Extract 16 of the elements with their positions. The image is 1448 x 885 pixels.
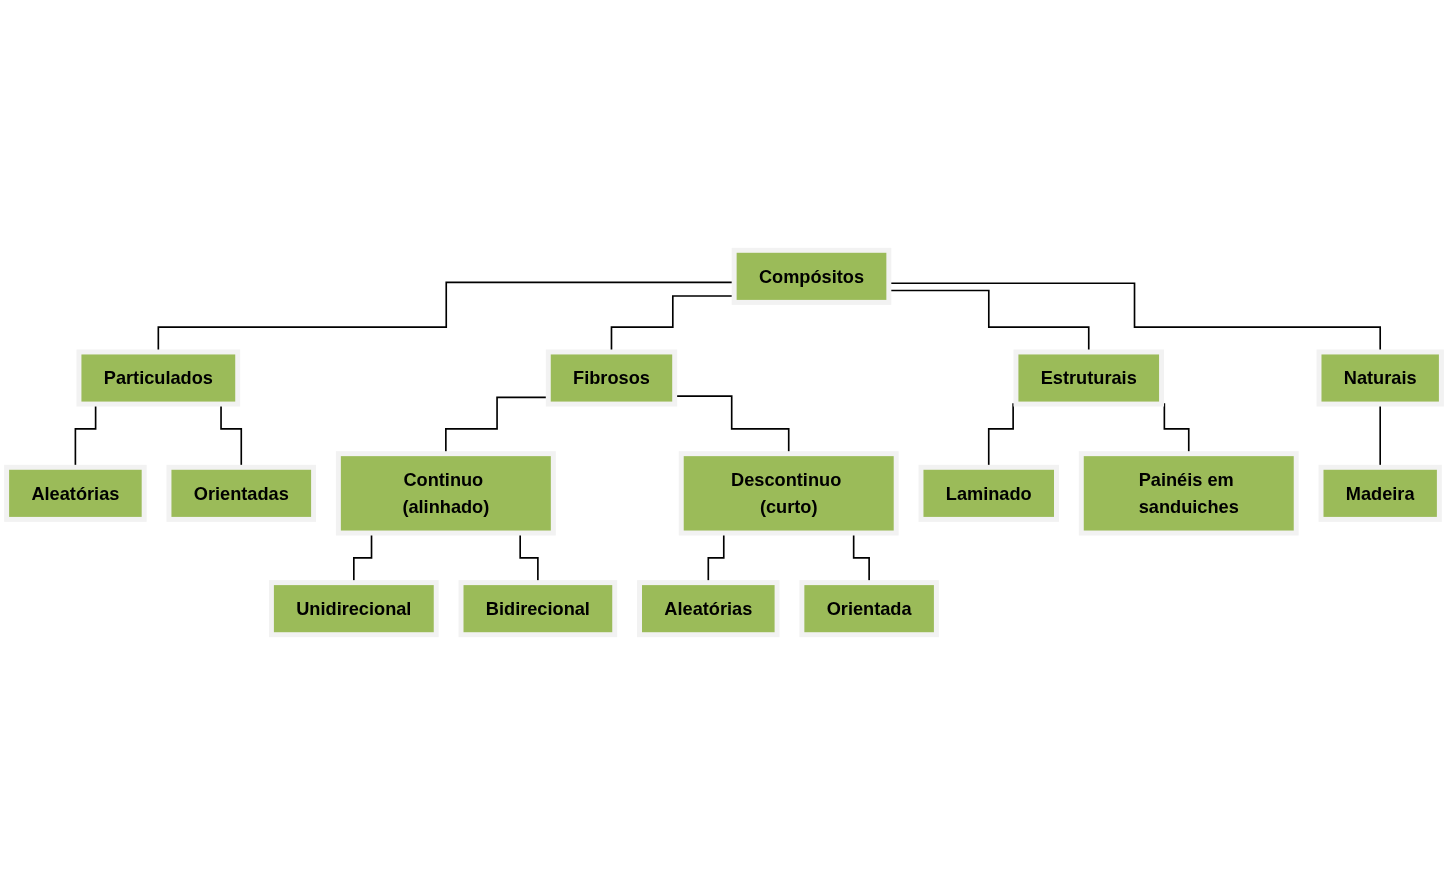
node-box: Orientada: [799, 580, 939, 638]
node-box: Particulados: [76, 349, 241, 407]
node-box: Naturais: [1316, 349, 1444, 407]
node-box: Compósitos: [731, 247, 892, 305]
node-box: Laminado: [918, 464, 1059, 522]
node-box: Fibrosos: [545, 349, 678, 407]
node-box: Continuo (alinhado): [335, 451, 556, 536]
node-box: Descontinuo (curto): [678, 451, 899, 536]
node-box: Estruturais: [1013, 349, 1165, 407]
node-box: Aleatórias: [4, 464, 147, 522]
node-box: Aleatórias: [637, 580, 780, 638]
node-box: Orientadas: [166, 464, 317, 522]
node-box: Unidirecional: [268, 580, 439, 638]
node-box: Painéis em sanduiches: [1078, 451, 1299, 536]
node-box: Bidirecional: [458, 580, 618, 638]
node-box: Madeira: [1318, 464, 1442, 522]
